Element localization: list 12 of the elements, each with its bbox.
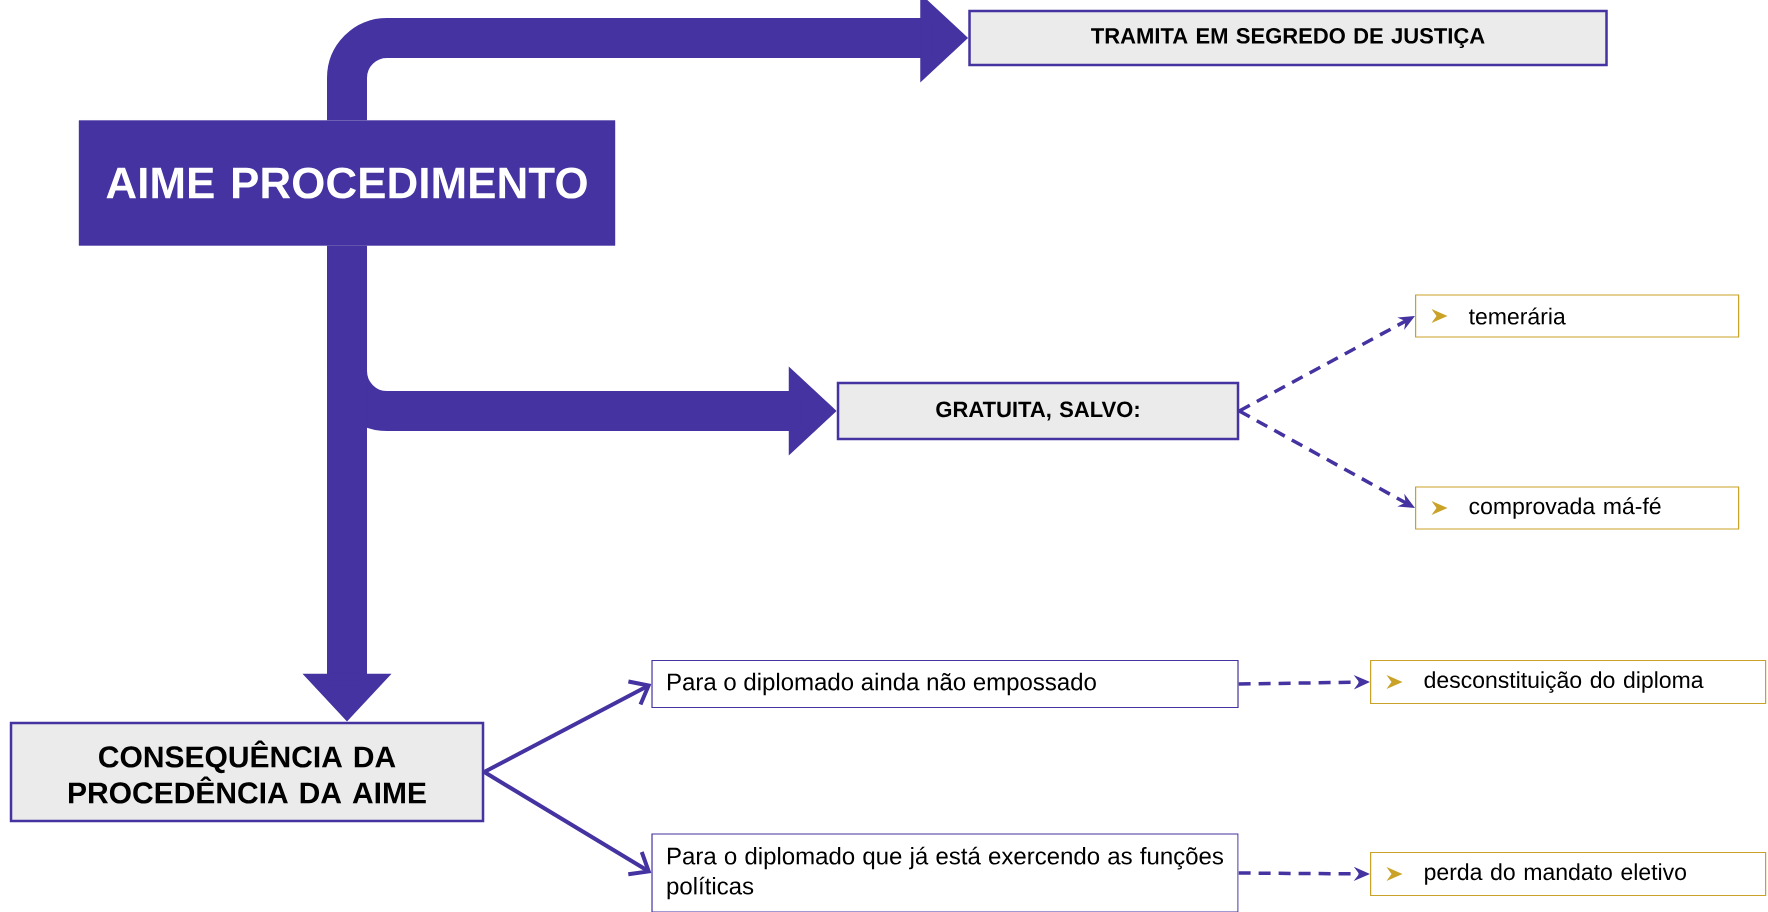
heading-box: TRAMITA EM SEGREDO DE JUSTIÇA [968, 9, 1608, 67]
text-box: Para o diplomado ainda não empossado [651, 659, 1239, 709]
bullet-item-box: desconstituição do diploma [1370, 659, 1767, 705]
text-box: Para o diplomado que já está exercendo as funções políticas [651, 833, 1239, 912]
bullet-item-box: comprovada má-fé [1415, 486, 1740, 530]
title-box: AIME PROCEDIMENTO [78, 120, 616, 246]
heading-box: CONSEQUÊNCIA DA PROCEDÊNCIA DA AIME [9, 721, 485, 823]
arrow [483, 679, 652, 774]
heading-box: GRATUITA, SALVO: [836, 381, 1240, 441]
bullet-item-box: temerária [1415, 294, 1740, 338]
arrow [483, 770, 652, 877]
bullet-item-box: perda do mandato eletivo [1370, 851, 1767, 897]
